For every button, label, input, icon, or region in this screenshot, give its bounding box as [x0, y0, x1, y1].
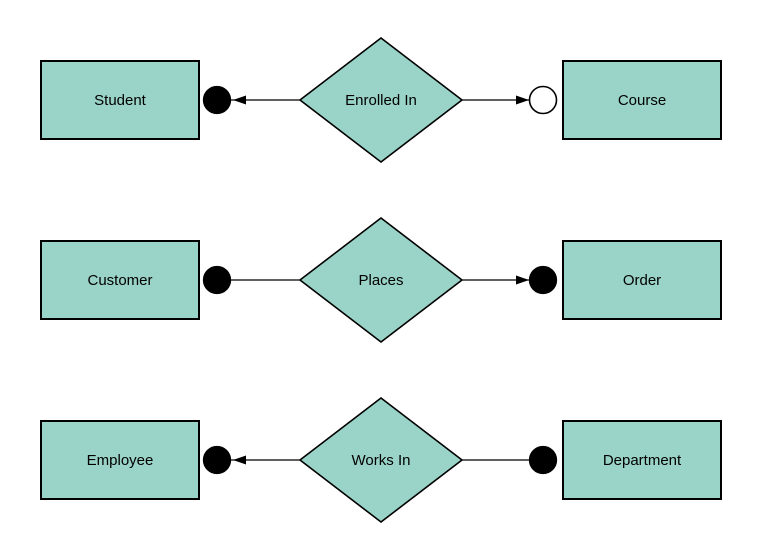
entity-label: Department: [602, 451, 682, 469]
relationship-diamond-shape: [298, 396, 464, 524]
entity-customer: Customer: [40, 240, 200, 320]
relationship-diamond-shape: [298, 36, 464, 164]
filled-circle-terminator: [528, 445, 558, 475]
entity-label: Customer: [87, 271, 153, 289]
open-circle-terminator: [528, 85, 558, 115]
relationship-row-places: [202, 216, 558, 344]
left-arrowhead-icon: [233, 455, 246, 465]
filled-circle-terminator: [528, 265, 558, 295]
filled-circle-terminator: [202, 85, 232, 115]
entity-label: Order: [622, 271, 662, 289]
right-arrowhead-icon: [516, 275, 529, 285]
filled-circle-terminator: [202, 445, 232, 475]
left-arrowhead-icon: [233, 95, 246, 105]
relationship-row-works-in: [202, 396, 558, 524]
entity-label: Student: [94, 91, 146, 109]
entity-order: Order: [562, 240, 722, 320]
entity-department: Department: [562, 420, 722, 500]
filled-circle-terminator: [202, 265, 232, 295]
entity-label: Course: [617, 91, 667, 109]
relationship-row-enrolled-in: [202, 36, 558, 164]
entity-course: Course: [562, 60, 722, 140]
entity-student: Student: [40, 60, 200, 140]
entity-label: Employee: [86, 451, 154, 469]
entity-employee: Employee: [40, 420, 200, 500]
right-arrowhead-icon: [516, 95, 529, 105]
relationship-diamond-shape: [298, 216, 464, 344]
